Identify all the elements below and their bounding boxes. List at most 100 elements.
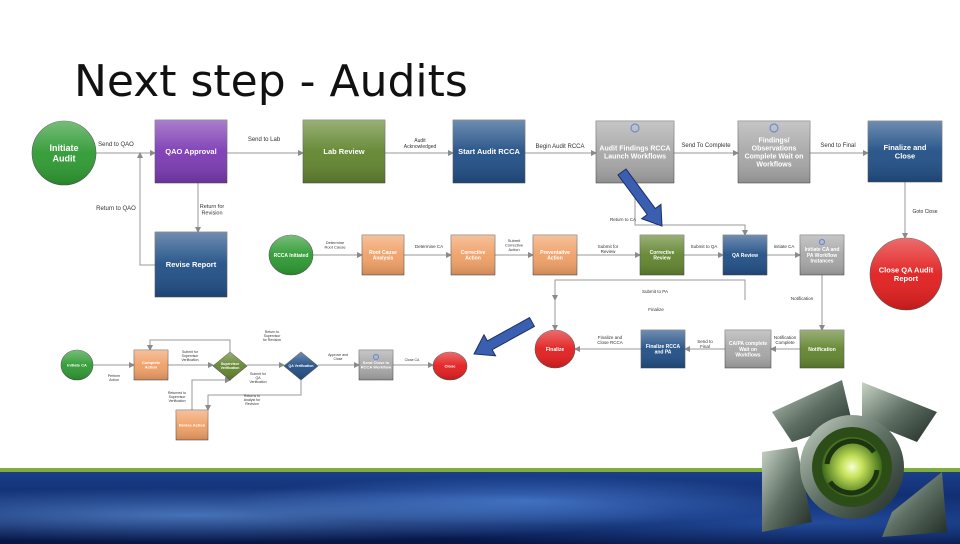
node-gloss xyxy=(284,352,318,380)
node-gloss xyxy=(533,235,577,275)
node-revise-action: Revise Action xyxy=(175,409,209,441)
node-gloss xyxy=(641,330,685,368)
node-lab-review: Lab Review xyxy=(302,119,386,184)
node-label: QAO Approval xyxy=(165,147,216,156)
node-gloss xyxy=(303,120,385,183)
node-gloss xyxy=(269,235,313,275)
node-gloss xyxy=(723,235,767,275)
node-label: Finalize xyxy=(546,347,565,353)
connector-line xyxy=(137,152,155,266)
edge-label-determine-ca: Determine CA xyxy=(415,244,443,249)
node-gloss xyxy=(868,121,942,182)
node-gloss xyxy=(213,352,247,380)
node-gloss xyxy=(870,238,942,310)
node-label: RCCA Initiated xyxy=(274,253,309,259)
node-label: QA Verification xyxy=(289,364,314,368)
connector-line xyxy=(634,184,748,236)
edge-label-begin-audit-rcca: Begin Audit RCCA xyxy=(535,144,584,150)
edge-label-return-to-ca: Return to CA xyxy=(610,217,636,222)
edge-label-close-ca: Close CA xyxy=(405,358,420,362)
node-gloss xyxy=(800,235,844,275)
connector-line xyxy=(147,339,231,352)
slide-title: Next step - Audits xyxy=(74,56,468,107)
edge-label-initiate-ca: Initiate CA xyxy=(774,244,795,249)
logo-emblem xyxy=(762,380,947,537)
node-gloss xyxy=(453,120,525,183)
node-gloss xyxy=(451,235,495,275)
connector-line xyxy=(552,279,746,301)
node-gloss xyxy=(362,235,404,275)
node-notification: Notification xyxy=(799,329,845,369)
edge-label-send-to-complete: Send To Complete xyxy=(681,143,731,149)
node-qa-verification: QA Verification xyxy=(283,351,319,381)
node-initiate-ca: Initiate CA xyxy=(60,349,94,381)
node-label: Revise Action xyxy=(179,422,206,427)
node-gloss xyxy=(596,121,674,183)
edge-label-send-to-qao: Send to QAO xyxy=(98,142,134,148)
connector-line xyxy=(205,380,302,411)
node-gloss xyxy=(176,410,208,440)
edge-label-goto-close: Goto Close xyxy=(912,209,937,215)
node-gloss xyxy=(640,235,684,275)
node-gloss xyxy=(134,350,168,380)
node-label: Revise Report xyxy=(166,260,217,269)
node-gloss xyxy=(32,121,96,185)
node-close-red: Close xyxy=(432,351,468,381)
edge-label-submit-to-pa: Submit to PA xyxy=(642,289,668,294)
gear-icon xyxy=(630,123,640,133)
highlight-arrow-icon xyxy=(617,168,663,227)
node-gloss xyxy=(800,330,844,368)
node-gloss xyxy=(725,330,771,368)
node-label: QA Review xyxy=(732,253,758,259)
edge-label-notification: Notification xyxy=(791,296,814,301)
node-gloss xyxy=(433,352,467,380)
node-start-audit-rcca: Start Audit RCCA xyxy=(452,119,526,184)
node-rcca-initiated: RCCA Initiated xyxy=(268,234,314,276)
node-label: Notification xyxy=(808,347,836,353)
node-finalize-red: Finalize xyxy=(534,329,576,369)
edge-label-send-to-final: Send to Final xyxy=(820,143,855,149)
highlight-arrow-icon xyxy=(473,316,536,357)
node-gloss xyxy=(61,350,93,380)
edge-label-return-to-qao: Return to QAO xyxy=(96,206,136,212)
gear-icon xyxy=(372,353,380,361)
